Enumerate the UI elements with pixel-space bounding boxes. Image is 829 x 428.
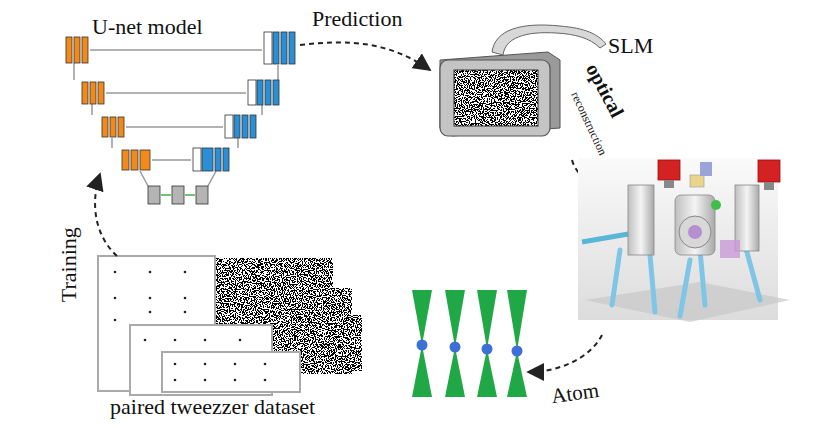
- node-label: SLM: [608, 33, 653, 58]
- dataset-block: paired tweezzer dataset: [95, 252, 360, 424]
- device-block: SLM: [430, 25, 657, 137]
- node-label: U-net model: [92, 14, 203, 39]
- edge-label: Prediction: [312, 6, 402, 31]
- edge-label: Training: [55, 228, 80, 303]
- dashed-arrow: [528, 335, 602, 372]
- dashed-arrow: [300, 42, 430, 70]
- step-label: Atom: [550, 378, 601, 409]
- vacuum-chamber: [578, 158, 790, 322]
- dashed-arrow: [95, 174, 117, 256]
- model-block: U-net model: [60, 14, 300, 174]
- dataset-images: [98, 256, 362, 395]
- unet-drawing: [66, 32, 295, 204]
- node-label: paired tweezzer dataset: [110, 394, 315, 419]
- optical-tweezers: [412, 290, 527, 397]
- atoms: [417, 340, 523, 357]
